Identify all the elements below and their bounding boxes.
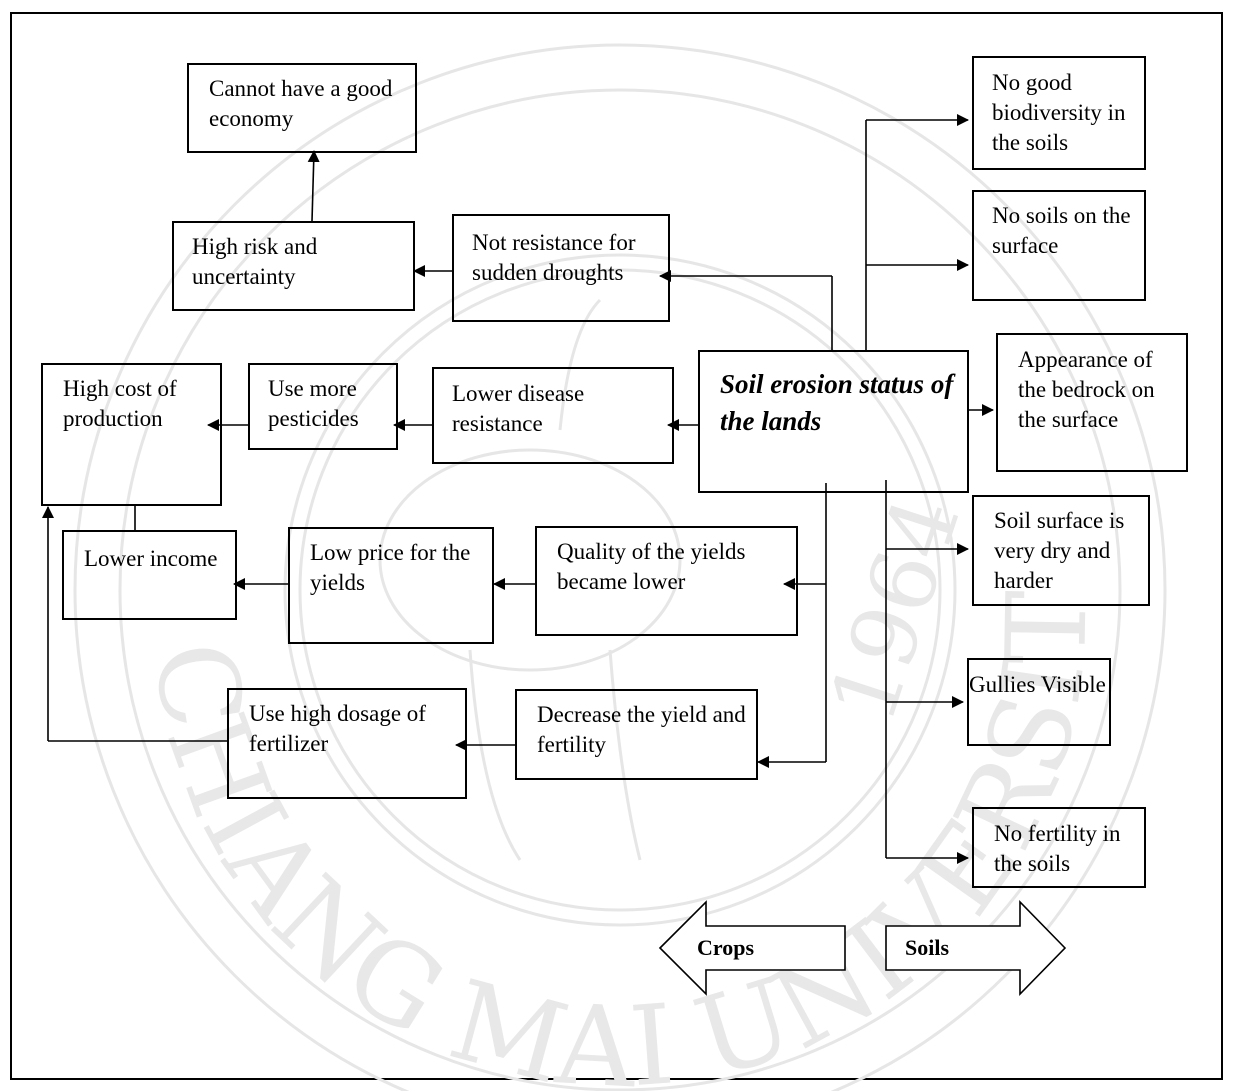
box-dry: Soil surface is very dry and harder: [972, 495, 1150, 606]
box-cost: High cost of production: [41, 363, 222, 506]
box-low-price: Low price for the yields: [288, 527, 494, 644]
legend-crops-label: Crops: [697, 935, 755, 960]
soils-block-arrow: [885, 900, 1067, 996]
box-economy: Cannot have a good economy: [187, 63, 417, 153]
box-income: Lower income: [62, 530, 237, 620]
diagram-frame: [10, 12, 1223, 1080]
box-decrease: Decrease the yield and fertility: [515, 689, 758, 780]
box-pesticides: Use more pesticides: [248, 363, 398, 450]
box-biodiversity: No good biodiversity in the soils: [972, 56, 1146, 170]
box-no-soils: No soils on the surface: [972, 190, 1146, 301]
box-bedrock: Appearance of the bedrock on the surface: [996, 333, 1188, 472]
box-risk: High risk and uncertainty: [172, 221, 415, 311]
box-fertility: No fertility in the soils: [972, 807, 1146, 888]
legend-soils-label: Soils: [905, 935, 950, 960]
box-drought: Not resistance for sudden droughts: [452, 214, 670, 322]
box-gullies: Gullies Visible: [967, 658, 1111, 746]
box-disease: Lower disease resistance: [432, 367, 674, 464]
box-quality: Quality of the yields became lower: [535, 526, 798, 636]
box-fertilizer: Use high dosage of fertilizer: [227, 688, 467, 799]
crops-block-arrow: [658, 900, 846, 996]
center-box-soil-erosion: Soil erosion status of the lands: [698, 350, 969, 493]
